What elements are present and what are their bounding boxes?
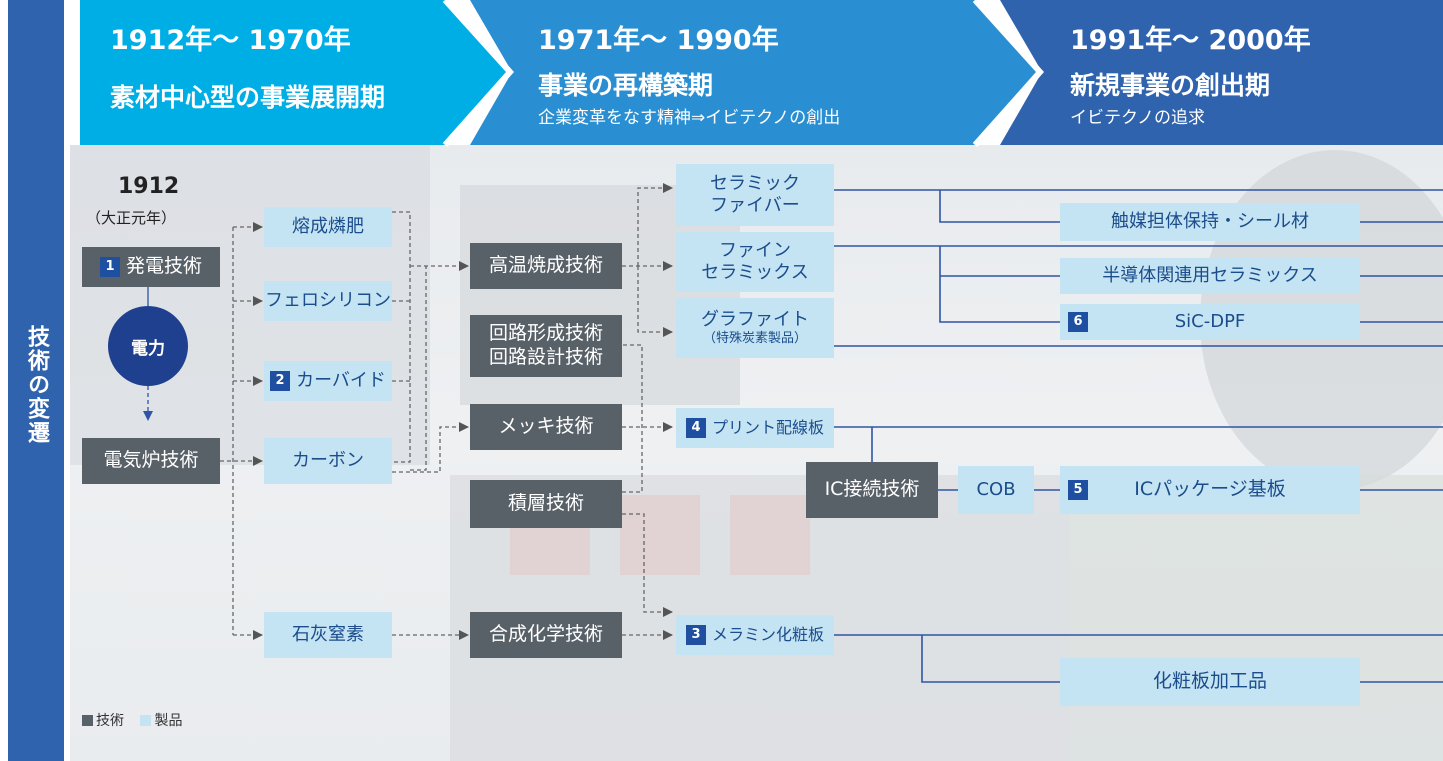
- node-circuit-tech: 回路形成技術 回路設計技術: [470, 315, 622, 377]
- node-power-generation-label: 発電技術: [125, 255, 202, 278]
- node-ceramic-fiber: セラミック ファイバー: [676, 164, 834, 226]
- legend-tech-label: 技術: [96, 713, 124, 729]
- node-sic-dpf-label: SiC-DPF: [1174, 311, 1246, 333]
- node-catalyst-holder: 触媒担体保持・シール材: [1060, 203, 1360, 241]
- node-fine-ceramics: ファイン セラミックス: [676, 232, 834, 292]
- badge-3: 3: [685, 625, 706, 645]
- node-electric-furnace: 電気炉技術: [82, 438, 220, 484]
- node-fine-ceramics-l1: ファイン: [719, 240, 791, 262]
- badge-1: 1: [99, 257, 120, 277]
- node-graphite-l1: グラファイト: [701, 309, 809, 331]
- node-decor-products: 化粧板加工品: [1060, 658, 1360, 706]
- node-circuit-formation: 回路形成技術: [488, 322, 603, 345]
- period-2: 1971年〜 1990年 事業の再構築期 企業変革をなす精神⇒イビテクノの創出: [470, 0, 1010, 145]
- node-sic-dpf: 6 SiC-DPF: [1060, 304, 1360, 340]
- node-plating: メッキ技術: [470, 404, 622, 450]
- node-pcb-label: プリント配線板: [711, 418, 824, 438]
- node-power-generation: 1 発電技術: [82, 247, 220, 287]
- node-ferrosilicon: フェロシリコン: [264, 281, 392, 321]
- node-cob: COB: [958, 466, 1034, 514]
- node-electric-power: 電力: [108, 306, 188, 386]
- period-1: 1912年〜 1970年 素材中心型の事業展開期: [80, 0, 510, 145]
- node-ic-connection: IC接続技術: [806, 462, 938, 518]
- node-lamination: 積層技術: [470, 480, 622, 528]
- sidebar-bar: [8, 0, 64, 761]
- period-banners: [80, 0, 1443, 147]
- sidebar: 技術の変遷: [0, 0, 70, 761]
- banner-1-shape: [80, 0, 510, 145]
- node-ic-package-label: ICパッケージ基板: [1134, 478, 1286, 501]
- node-high-temp-firing: 高温焼成技術: [470, 243, 622, 289]
- legend-tech-swatch: [82, 715, 93, 726]
- period-3-title: 新規事業の創出期: [1070, 71, 1271, 100]
- banner-2-shape: [470, 0, 1040, 145]
- period-2-subtitle: 企業変革をなす精神⇒イビテクノの創出: [538, 108, 841, 128]
- node-circuit-design: 回路設計技術: [488, 346, 603, 368]
- period-1-title: 素材中心型の事業展開期: [110, 83, 386, 112]
- node-carbide-label: カーバイド: [296, 370, 386, 392]
- node-melamine: 3 メラミン化粧板: [676, 615, 834, 655]
- period-2-years: 1971年〜 1990年: [538, 25, 779, 56]
- node-fine-ceramics-l2: セラミックス: [701, 262, 809, 283]
- node-melamine-label: メラミン化粧板: [711, 625, 824, 645]
- period-3: 1991年〜 2000年 新規事業の創出期 イビテクノの追求: [1000, 0, 1443, 145]
- period-1-years: 1912年〜 1970年: [110, 25, 351, 56]
- node-ceramic-fiber-l2: ファイバー: [710, 195, 800, 216]
- node-semiconductor-ceramics: 半導体関連用セラミックス: [1060, 258, 1360, 294]
- badge-6: 6: [1068, 312, 1088, 332]
- legend: 技術 製品: [82, 710, 182, 730]
- node-ic-package: 5 ICパッケージ基板: [1060, 466, 1360, 514]
- node-pcb: 4 プリント配線板: [676, 408, 834, 448]
- node-lime-nitrogen: 石灰窒素: [264, 612, 392, 658]
- badge-2: 2: [270, 371, 291, 391]
- badge-5: 5: [1068, 480, 1088, 500]
- node-carbide: 2 カーバイド: [264, 361, 392, 401]
- period-2-title: 事業の再構築期: [538, 71, 714, 100]
- legend-product-label: 製品: [154, 713, 183, 729]
- node-carbon: カーボン: [264, 438, 392, 484]
- period-3-years: 1991年〜 2000年: [1070, 25, 1311, 56]
- banner-3-shape: [1000, 0, 1443, 145]
- node-fused-phosphate: 熔成燐肥: [264, 207, 392, 247]
- node-graphite: グラファイト （特殊炭素製品）: [676, 298, 834, 358]
- node-graphite-l2: （特殊炭素製品）: [702, 331, 807, 347]
- legend-product-swatch: [140, 715, 152, 726]
- node-ceramic-fiber-l1: セラミック: [710, 173, 800, 195]
- start-year: 1912: [118, 174, 180, 199]
- sidebar-label: 技術の変遷: [24, 325, 49, 445]
- node-synthetic-chem: 合成化学技術: [470, 612, 622, 658]
- period-3-subtitle: イビテクノの追求: [1070, 108, 1205, 128]
- badge-4: 4: [685, 418, 706, 438]
- start-era: （大正元年）: [86, 209, 177, 227]
